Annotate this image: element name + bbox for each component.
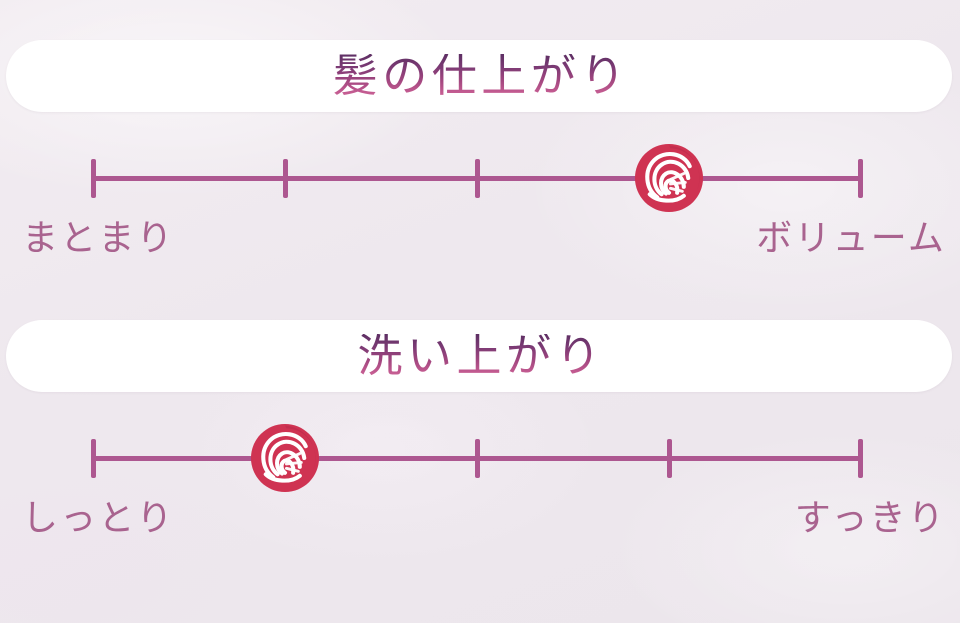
scale-label-right-wash-finish: すっきり	[794, 498, 946, 538]
scale-tick-1	[91, 159, 96, 198]
scale-tick-5	[858, 439, 863, 478]
scale-tick-3	[475, 159, 480, 198]
scale-tick-4	[667, 439, 672, 478]
title-hair-finish: 髪の仕上がり	[328, 53, 630, 99]
scale-label-left-wash-finish: しっとり	[22, 498, 175, 538]
scale-tick-3	[475, 439, 480, 478]
rose-icon	[248, 421, 322, 495]
scale-tick-2	[283, 159, 288, 198]
title-pill-hair-finish: 髪の仕上がり	[6, 40, 952, 112]
scale-label-right-hair-finish: ボリューム	[756, 218, 946, 258]
scale-label-left-hair-finish: まとまり	[22, 218, 175, 258]
rose-icon	[632, 141, 706, 215]
scale-tick-1	[91, 439, 96, 478]
title-wash-finish: 洗い上がり	[353, 333, 605, 379]
scale-tick-5	[858, 159, 863, 198]
scale-wash-finish: しっとり すっきり	[0, 420, 960, 540]
scale-hair-finish: まとまり ボリューム	[0, 140, 960, 260]
title-pill-wash-finish: 洗い上がり	[6, 320, 952, 392]
